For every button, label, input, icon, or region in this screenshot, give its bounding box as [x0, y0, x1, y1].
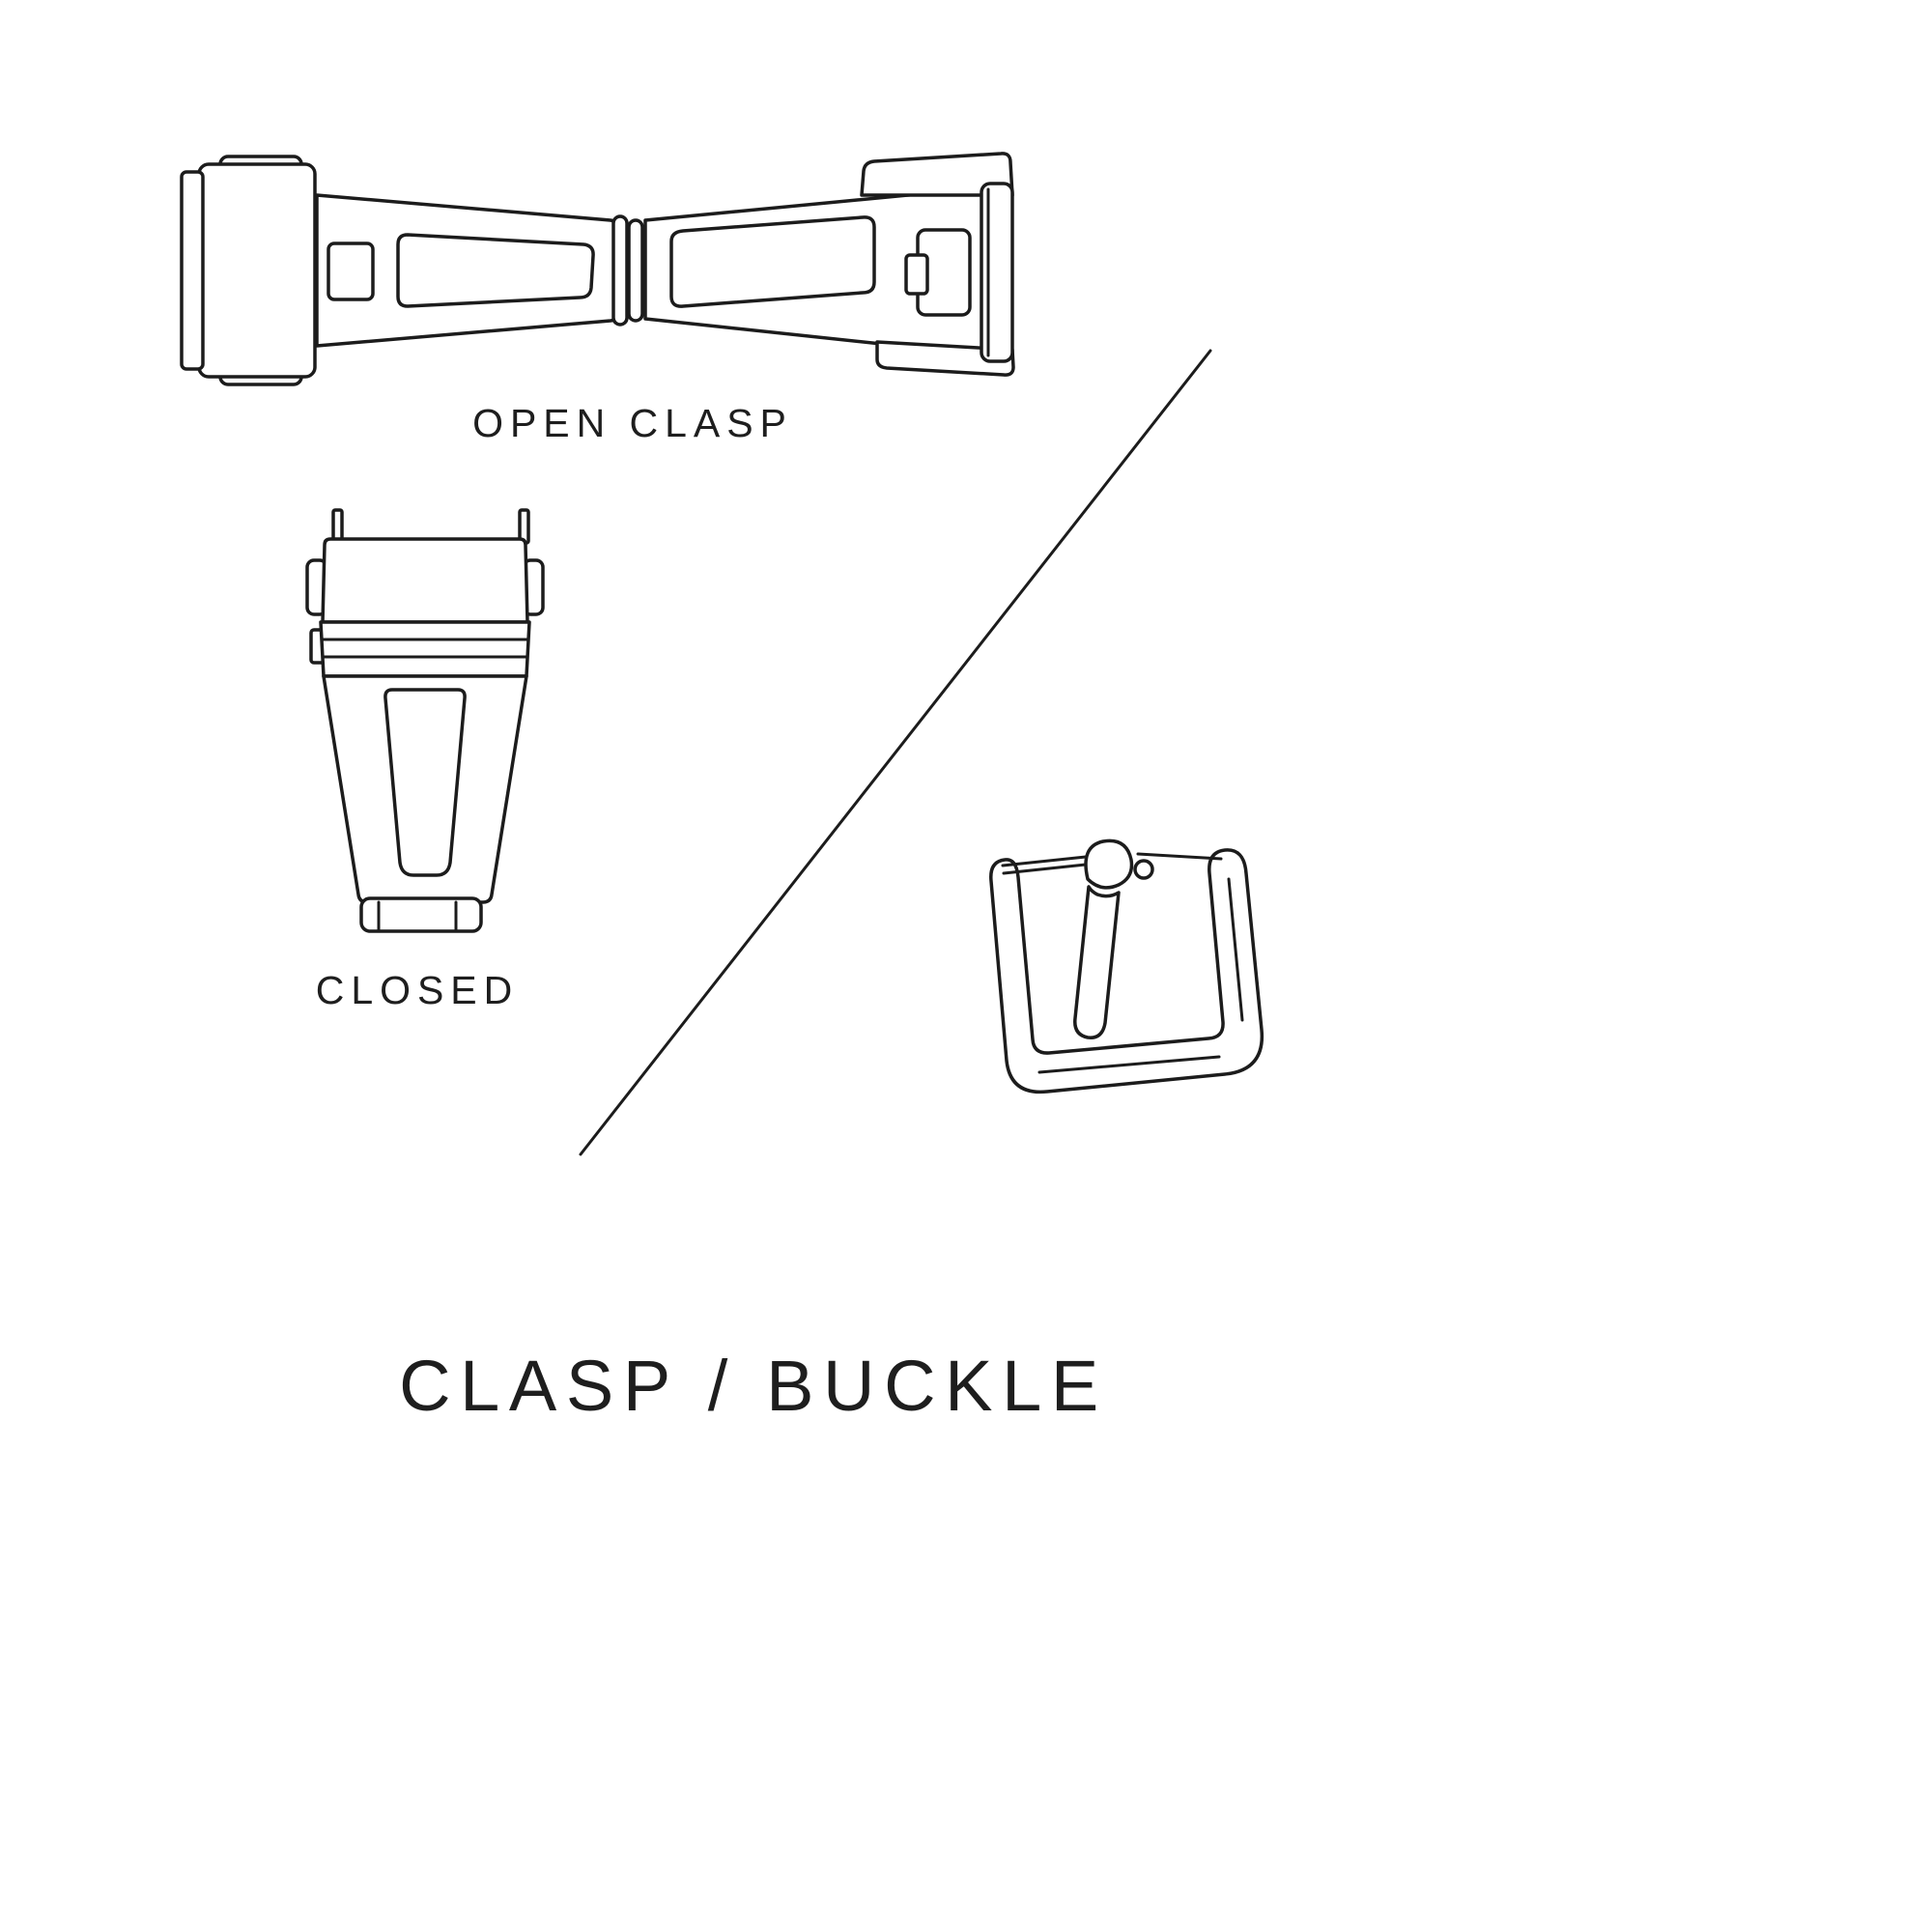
- open-clasp-illustration: [180, 152, 1015, 386]
- closed-clasp-illustration: [305, 508, 545, 933]
- diagram-title: CLASP / BUCKLE: [399, 1346, 1108, 1426]
- open-clasp-label: OPEN CLASP: [472, 401, 793, 445]
- buckle-illustration: [989, 838, 1264, 1094]
- closed-clasp-label: CLOSED: [315, 968, 520, 1012]
- divider-line: [579, 349, 1212, 1156]
